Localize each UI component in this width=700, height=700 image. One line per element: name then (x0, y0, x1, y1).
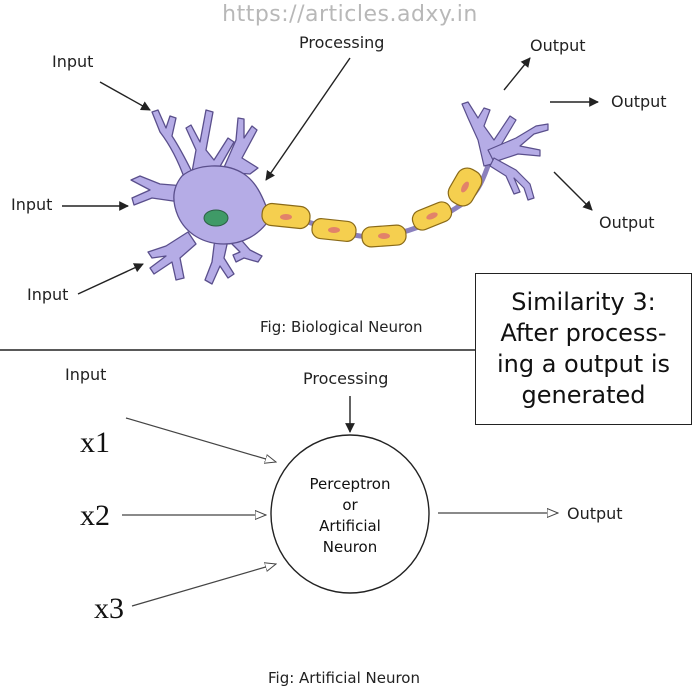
myelin-node-2 (328, 227, 340, 233)
bio-input-label-bottom: Input (27, 285, 68, 304)
bio-input-label-top: Input (52, 52, 93, 71)
x1-arrow (125, 417, 276, 462)
bio-output-label-top: Output (530, 36, 586, 55)
artificial-arrows (122, 417, 558, 607)
dendrite-upper (151, 109, 235, 181)
bio-caption: Fig: Biological Neuron (260, 318, 423, 336)
dendrite-lower-left (147, 231, 197, 281)
x3-arrow (131, 564, 276, 607)
bio-input-label-middle: Input (11, 195, 52, 214)
bio-output-label-middle: Output (611, 92, 667, 111)
input-x1-label: x1 (80, 426, 110, 459)
art-output-label: Output (567, 504, 623, 523)
input-x3-label: x3 (94, 592, 124, 625)
input-x2-label: x2 (80, 499, 110, 532)
myelin-node-4 (426, 212, 438, 220)
myelin-node-3 (378, 233, 390, 239)
art-input-header: Input (65, 365, 106, 384)
bio-output-label-bottom: Output (599, 213, 655, 232)
input-arrow-bottom (77, 263, 144, 295)
soma (173, 165, 267, 245)
biological-neuron: Input Input Input Processing Output Outp… (11, 33, 667, 336)
similarity-callout-box: Similarity 3: After process- ing a outpu… (475, 273, 692, 425)
dendrite-left (130, 175, 186, 206)
perceptron-label-line-2: or (342, 496, 358, 514)
artificial-neuron: Input x1 x2 x3 Processing Output Fig: Ar… (65, 365, 623, 687)
myelin-node-1 (280, 214, 292, 220)
bio-processing-label: Processing (299, 33, 384, 52)
myelin-node-5 (461, 181, 469, 193)
perceptron-label-line-3: Artificial (319, 517, 381, 535)
dendrite-upper-right (221, 117, 259, 175)
art-caption: Fig: Artificial Neuron (268, 669, 420, 687)
nucleus (203, 209, 229, 227)
axon-terminal-upper (461, 101, 517, 167)
output-arrow-top (503, 57, 531, 91)
myelin-sheaths (261, 167, 483, 248)
perceptron-label-line-1: Perceptron (309, 475, 391, 493)
similarity-line-4: generated (521, 381, 646, 409)
axon-terminal-middle (487, 123, 549, 163)
processing-arrow-bio (265, 57, 351, 181)
biological-arrows (62, 57, 599, 295)
similarity-line-3: ing a output is (496, 350, 671, 378)
axon-terminals (461, 101, 549, 201)
similarity-line-2: After process- (500, 319, 667, 347)
input-arrow-top (99, 81, 151, 111)
output-arrow-bottom (553, 171, 593, 211)
perceptron-label: Perceptron or Artificial Neuron (285, 474, 415, 558)
dendrites (130, 109, 267, 285)
dendrite-lower (204, 237, 235, 285)
watermark-url: https://articles.adxy.in (222, 2, 478, 27)
perceptron-label-line-4: Neuron (322, 538, 378, 556)
art-processing-label: Processing (303, 369, 388, 388)
axon-terminal-lower (489, 157, 535, 201)
similarity-line-1: Similarity 3: (511, 288, 656, 316)
perceptron-circle (270, 434, 430, 594)
similarity-text: Similarity 3: After process- ing a outpu… (476, 287, 691, 411)
